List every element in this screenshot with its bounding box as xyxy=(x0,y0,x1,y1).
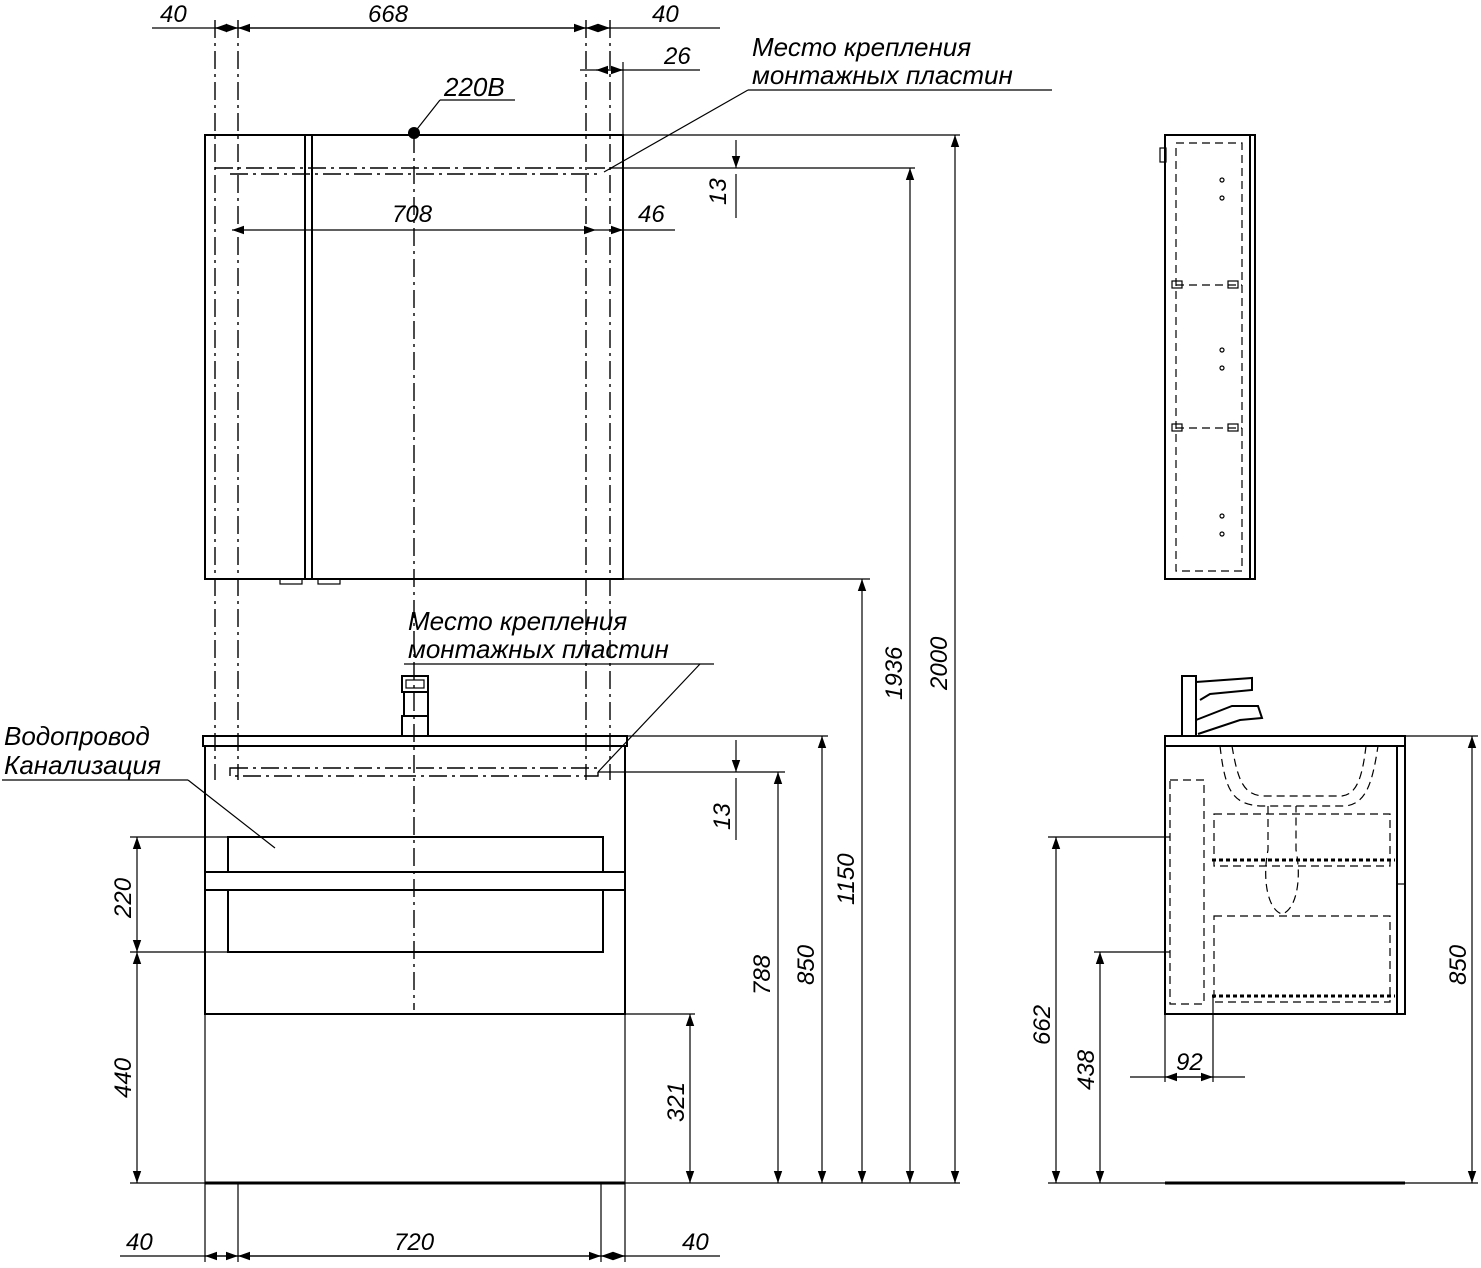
svg-text:монтажных пластин: монтажных пластин xyxy=(408,634,669,664)
dim-offset-26: 26 xyxy=(663,43,691,70)
dim-1936: 1936 xyxy=(881,646,908,700)
svg-text:Место крепления: Место крепления xyxy=(408,606,627,636)
top-dimensions: 40 668 40 26 xyxy=(152,1,720,135)
side-dim-438: 438 xyxy=(1073,1049,1100,1090)
dim-850: 850 xyxy=(793,944,820,985)
dim-321: 321 xyxy=(663,1082,690,1122)
dim-1150: 1150 xyxy=(833,853,860,905)
dim-440: 440 xyxy=(110,1057,137,1098)
dim-top-right: 40 xyxy=(652,1,679,28)
dim-top-left: 40 xyxy=(160,1,187,28)
dim-bottom-middle: 720 xyxy=(394,1229,435,1256)
inner-dimensions: 708 46 13 xyxy=(232,134,960,235)
bottom-dimensions: 40 720 40 xyxy=(120,1014,720,1262)
svg-text:Канализация: Канализация xyxy=(4,750,161,780)
mirror-cabinet: 220В xyxy=(204,20,624,1010)
dim-2000: 2000 xyxy=(926,636,953,691)
dim-inner-708: 708 xyxy=(392,201,433,228)
side-vanity-unit xyxy=(1164,675,1406,1015)
svg-text:монтажных пластин: монтажных пластин xyxy=(752,60,1013,90)
mounting-note-bottom: Место крепления монтажных пластин xyxy=(404,606,714,773)
side-mirror-cabinet xyxy=(1159,134,1256,580)
dim-bottom-right: 40 xyxy=(682,1229,709,1256)
svg-text:Водопровод: Водопровод xyxy=(4,721,150,751)
svg-text:Место крепления: Место крепления xyxy=(752,32,971,62)
dim-top-13: 13 xyxy=(705,178,732,205)
dim-220: 220 xyxy=(110,877,137,919)
vanity-unit xyxy=(202,675,628,1015)
side-dim-662: 662 xyxy=(1029,1005,1056,1045)
side-dim-92: 92 xyxy=(1176,1049,1203,1076)
dim-788: 788 xyxy=(749,954,776,995)
faucet-icon xyxy=(401,675,429,737)
side-dimensions: 850 662 438 92 xyxy=(1029,735,1478,1183)
power-label: 220В xyxy=(443,72,505,102)
height-dimensions: 2000 1936 1150 850 788 13 321 220 440 xyxy=(110,135,960,1183)
side-dim-850: 850 xyxy=(1445,944,1472,985)
pipes-note: Водопровод Канализация xyxy=(2,721,276,849)
dim-bottom-left: 40 xyxy=(126,1229,153,1256)
dim-inner-46: 46 xyxy=(638,201,665,228)
mounting-note-top: Место крепления монтажных пластин xyxy=(603,32,1052,173)
dim-top-middle: 668 xyxy=(368,1,409,28)
dim-low-13: 13 xyxy=(709,803,736,830)
side-faucet-icon xyxy=(1181,675,1264,737)
